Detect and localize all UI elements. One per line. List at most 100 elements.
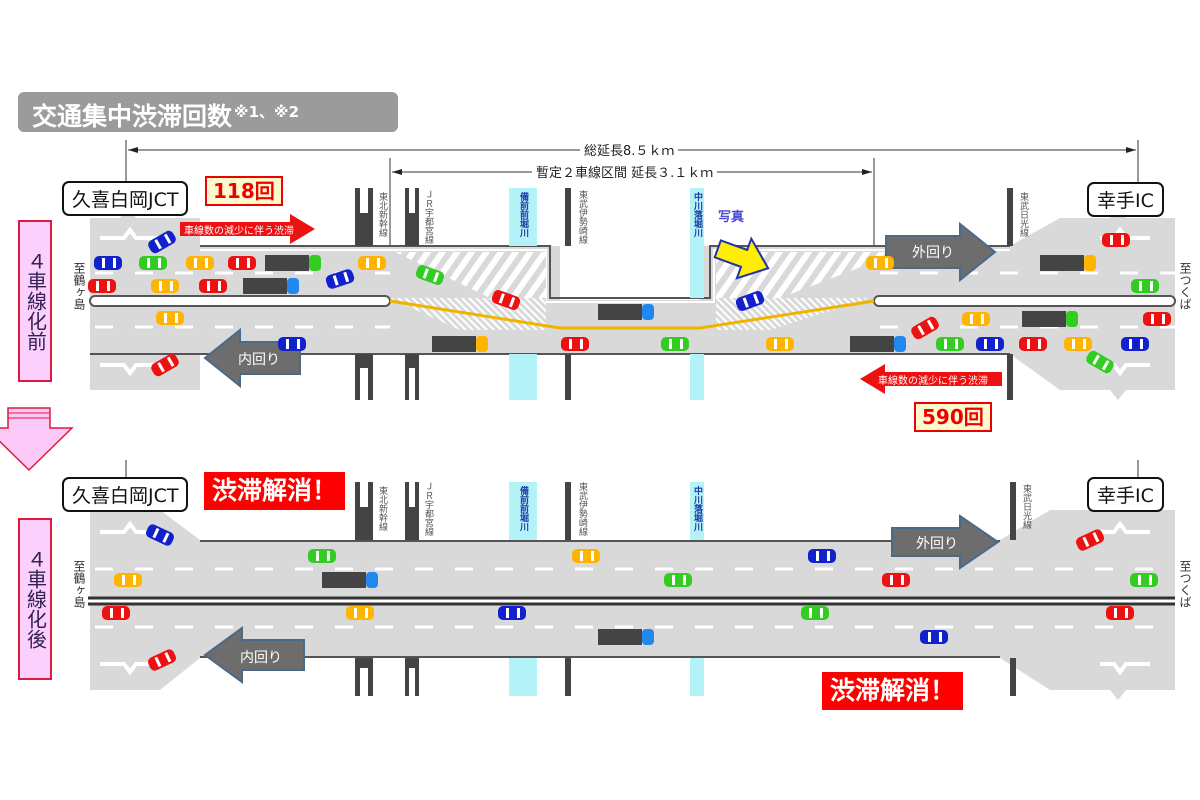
car-window — [591, 551, 594, 561]
car-window — [1162, 314, 1165, 324]
car-window — [107, 281, 110, 291]
car — [1121, 337, 1149, 351]
car-window — [366, 258, 369, 268]
transition-arrow-icon — [0, 407, 74, 472]
car-window — [1083, 339, 1086, 349]
car-window — [175, 313, 178, 323]
car-window — [332, 275, 339, 286]
car-window — [1125, 608, 1128, 618]
west-junction-label-after: 久喜白岡JCT — [62, 477, 189, 512]
car-window — [1027, 339, 1030, 349]
car-window — [286, 339, 289, 349]
car-window — [157, 362, 165, 373]
car-window — [944, 339, 947, 349]
car-window — [809, 608, 812, 618]
phase-label-before: ４車線化前 — [18, 220, 52, 382]
crossing-label: 東武伊勢崎線 — [577, 190, 587, 244]
river-label: 中川落堀川 — [692, 486, 702, 531]
car — [1019, 337, 1047, 351]
car-window — [1138, 575, 1141, 585]
car-window — [569, 339, 572, 349]
car — [808, 549, 836, 563]
car — [1106, 606, 1134, 620]
car — [735, 291, 765, 311]
car-window — [995, 339, 998, 349]
car — [151, 353, 179, 377]
car — [572, 549, 600, 563]
car-window — [939, 632, 942, 642]
car — [882, 573, 910, 587]
car — [325, 269, 355, 289]
car-window — [1151, 314, 1154, 324]
title-note: ※1、※2 — [234, 103, 300, 121]
car — [936, 337, 964, 351]
car — [199, 279, 227, 293]
truck-cab — [287, 278, 299, 294]
car-window — [683, 575, 686, 585]
inner-direction-label-after: 内回り — [240, 650, 282, 666]
car-window — [752, 293, 760, 304]
car-window — [432, 272, 440, 283]
car — [156, 311, 184, 325]
outer-direction-label-after: 外回り — [916, 536, 958, 552]
car — [1064, 337, 1092, 351]
truck-cab — [309, 255, 321, 271]
car-window — [827, 551, 830, 561]
outer-direction-arrow-after — [891, 514, 1000, 570]
car-window — [1139, 281, 1142, 291]
car-window — [422, 268, 429, 279]
crossing-label: ＪＲ宇都宮線 — [423, 190, 433, 244]
car — [139, 256, 167, 270]
car-window — [166, 356, 175, 367]
car-window — [1121, 235, 1124, 245]
car — [186, 256, 214, 270]
truck — [243, 278, 287, 294]
truck — [322, 572, 366, 588]
car — [491, 290, 521, 310]
river-label: 備前前堀川 — [518, 192, 528, 237]
car-window — [236, 258, 239, 268]
congestion-arrow-inner — [860, 364, 1002, 394]
car — [1143, 312, 1171, 326]
crossing-label: 東武伊勢崎線 — [577, 482, 587, 536]
car-window — [508, 297, 516, 308]
car-window — [343, 271, 350, 283]
car-window — [327, 551, 330, 561]
destination-west-before: 至鶴ヶ島 — [72, 262, 86, 310]
car — [358, 256, 386, 270]
crossing-label: 東武日光線 — [1021, 484, 1031, 529]
total-length-label: 総延長8.５ｋｍ — [580, 140, 679, 159]
car — [145, 524, 175, 546]
car — [151, 279, 179, 293]
car-window — [218, 281, 221, 291]
car-window — [152, 527, 160, 539]
car — [561, 337, 589, 351]
car — [147, 649, 177, 671]
congestion-arrow-outer — [180, 214, 315, 244]
car-window — [816, 551, 819, 561]
car-window — [669, 339, 672, 349]
car-window — [874, 258, 877, 268]
crossing-structures — [355, 188, 1016, 696]
photo-label: 写真 — [718, 210, 745, 225]
car-window — [517, 608, 520, 618]
car-window — [147, 258, 150, 268]
crossing-label: ＪＲ宇都宮線 — [423, 482, 433, 536]
car-window — [984, 339, 987, 349]
car — [278, 337, 306, 351]
car-window — [194, 258, 197, 268]
car-window — [1072, 339, 1075, 349]
car-window — [955, 339, 958, 349]
car-window — [159, 281, 162, 291]
car-window — [1129, 339, 1132, 349]
car-window — [970, 314, 973, 324]
car-window — [162, 532, 170, 543]
truck — [432, 336, 476, 352]
truck — [1022, 311, 1066, 327]
car-window — [365, 608, 368, 618]
river-label: 備前前堀川 — [518, 486, 528, 531]
inner-direction-arrow-after — [203, 626, 305, 684]
truck — [598, 629, 642, 645]
car-window — [1149, 575, 1152, 585]
truck-cab — [894, 336, 906, 352]
